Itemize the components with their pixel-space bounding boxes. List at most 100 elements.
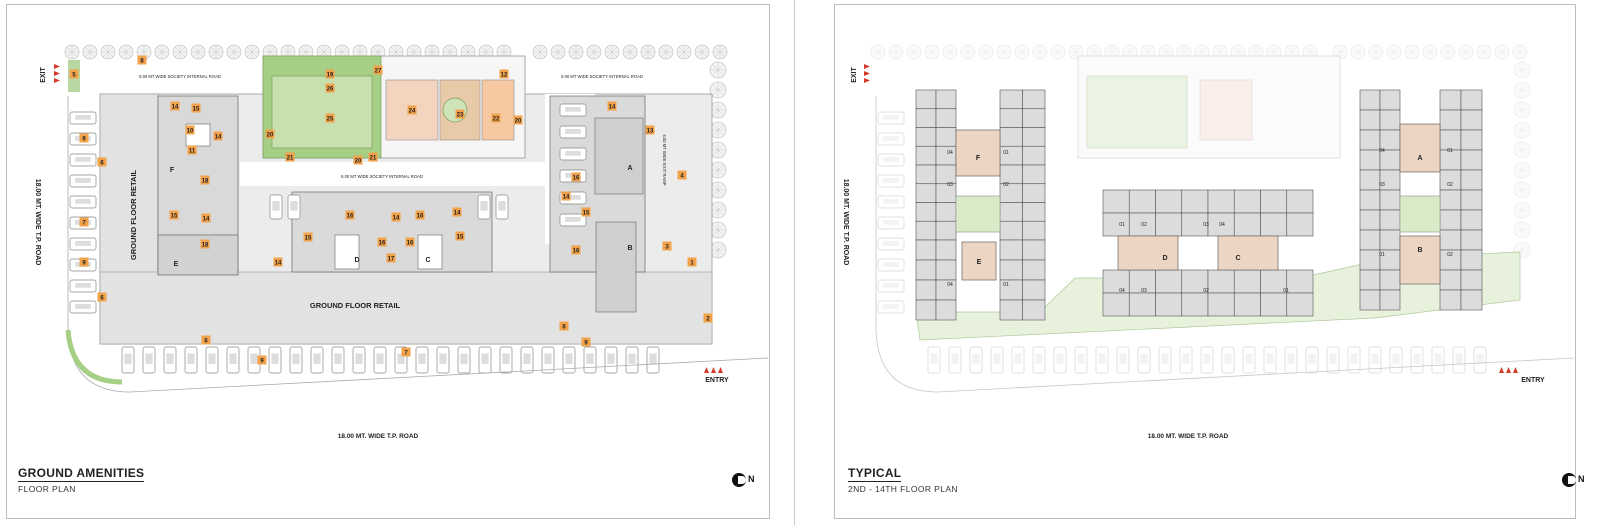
car-icon [559,147,587,161]
amenity-marker [373,65,383,75]
unit-number: 02 [1447,252,1453,258]
car-icon [69,111,97,125]
unit-number: 04 [947,150,953,156]
retail-label-horizontal: GROUND FLOOR RETAIL [310,301,401,310]
unit-number: 03 [1141,288,1147,294]
unit-room [1102,212,1130,237]
amenity-marker [581,337,591,347]
tree-icon [1332,44,1348,60]
unit-room [1379,189,1401,211]
entry-arrow-icon [711,367,716,373]
car-icon [331,346,345,374]
amenity-marker [415,210,425,220]
unit-room [1260,212,1288,237]
tree-icon [1513,61,1531,79]
tree-icon [1513,181,1531,199]
unit-room [1359,89,1381,111]
car-icon [226,346,240,374]
tree-icon [1404,44,1420,60]
amenity-number: 16 [417,213,424,219]
car-icon [69,174,97,188]
unit-room [1460,209,1483,231]
amenity-number: 14 [609,104,616,110]
car-icon [877,300,905,314]
exit-arrow-icon [54,64,60,69]
unit-room [935,127,957,147]
amenity-marker [79,257,89,267]
car-icon [457,346,471,374]
amenity-marker [79,133,89,143]
amenity-number: 11 [189,148,196,154]
car-icon [69,237,97,251]
tree-icon [568,44,584,60]
tree-icon [1513,221,1531,239]
amenity-number: 6 [204,338,208,344]
unit-room [1022,108,1046,128]
amenity-number: 9 [260,358,264,364]
unit-room [1439,229,1462,251]
amenity-number: 12 [501,72,508,78]
unit-room [935,239,957,261]
amenity-number: 14 [203,216,210,222]
road-curb [875,96,1575,393]
car-icon [927,346,941,374]
unit-room [999,239,1023,261]
unit-room [1460,149,1483,171]
car-icon [1452,346,1466,374]
car-icon [877,132,905,146]
amenity-number: 21 [287,155,294,161]
amenity-deck [1199,79,1253,141]
unit-number: 03 [947,182,953,188]
amenity-marker [455,109,465,119]
car-icon [604,346,618,374]
tree-icon [82,44,98,60]
entry-label: ENTRY [705,377,729,384]
road-label-left: 18.00 MT. WIDE T.P. ROAD [34,179,41,266]
amenity-number: 16 [573,248,580,254]
tree-icon [709,61,727,79]
car-icon [877,153,905,167]
car-icon [69,300,97,314]
tree-icon [1513,141,1531,159]
car-icon [268,346,282,374]
amenity-number: 19 [327,72,334,78]
tree-icon [1266,44,1282,60]
corner-garden [65,329,123,385]
car-icon [646,346,660,374]
car-icon [477,194,491,220]
unit-room [1359,209,1381,231]
tree-icon [694,44,710,60]
unit-number: 03 [1203,222,1209,228]
unit-number: 01 [1003,282,1009,288]
unit-room [999,127,1023,147]
unit-number: 01 [1003,150,1009,156]
unit-room [1359,229,1381,251]
tower-B-label: B [627,245,632,252]
unit-number: 01 [1119,222,1125,228]
amenity-marker [213,131,223,141]
tree-icon [622,44,638,60]
amenity-marker [499,69,509,79]
unit-room [1155,292,1183,317]
retail-label-vertical: GROUND FLOOR RETAIL [129,169,138,260]
tree-icon [244,44,260,60]
car-icon [877,174,905,188]
unit-room [1439,109,1462,131]
tree-icon [709,201,727,219]
unit-number: 02 [1203,288,1209,294]
car-icon [1305,346,1319,374]
tree-icon [709,141,727,159]
amenity-number: 15 [457,234,464,240]
amenity-number: 18 [202,178,209,184]
tower-E-block [157,234,239,276]
unit-room [1260,292,1288,317]
unit-room [915,220,937,241]
tower-E-label: E [977,259,982,266]
unit-room [1359,249,1381,271]
car-icon [1284,346,1298,374]
amenity-marker [513,115,523,125]
amenity-number: 6 [562,324,566,330]
tower-F-core [955,129,1001,177]
unit-room [1379,129,1401,151]
tree-icon [709,221,727,239]
